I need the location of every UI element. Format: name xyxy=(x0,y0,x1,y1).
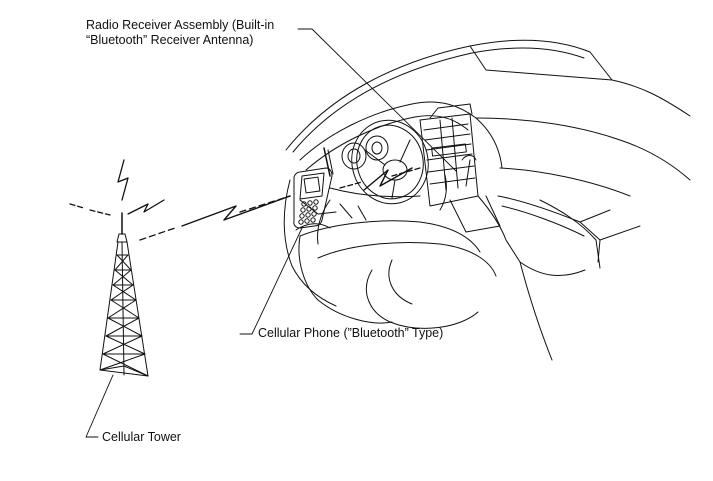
cellular-phone xyxy=(293,147,334,229)
phone-keypad xyxy=(298,199,319,225)
cellular-tower xyxy=(99,212,149,377)
car-interior xyxy=(283,39,691,361)
cellular-tower-label: Cellular Tower xyxy=(102,430,181,444)
radio-receiver-label-line2: “Bluetooth” Receiver Antenna) xyxy=(86,33,254,47)
cellular-phone-label: Cellular Phone (”Bluetooth” Type) xyxy=(258,326,444,340)
leader-lines xyxy=(85,28,457,438)
radio-receiver-label-line1: Radio Receiver Assembly (Built-in xyxy=(86,18,275,32)
radio-receiver-label: Radio Receiver Assembly (Built-in “Bluet… xyxy=(86,18,274,48)
radio-waves xyxy=(69,159,421,241)
